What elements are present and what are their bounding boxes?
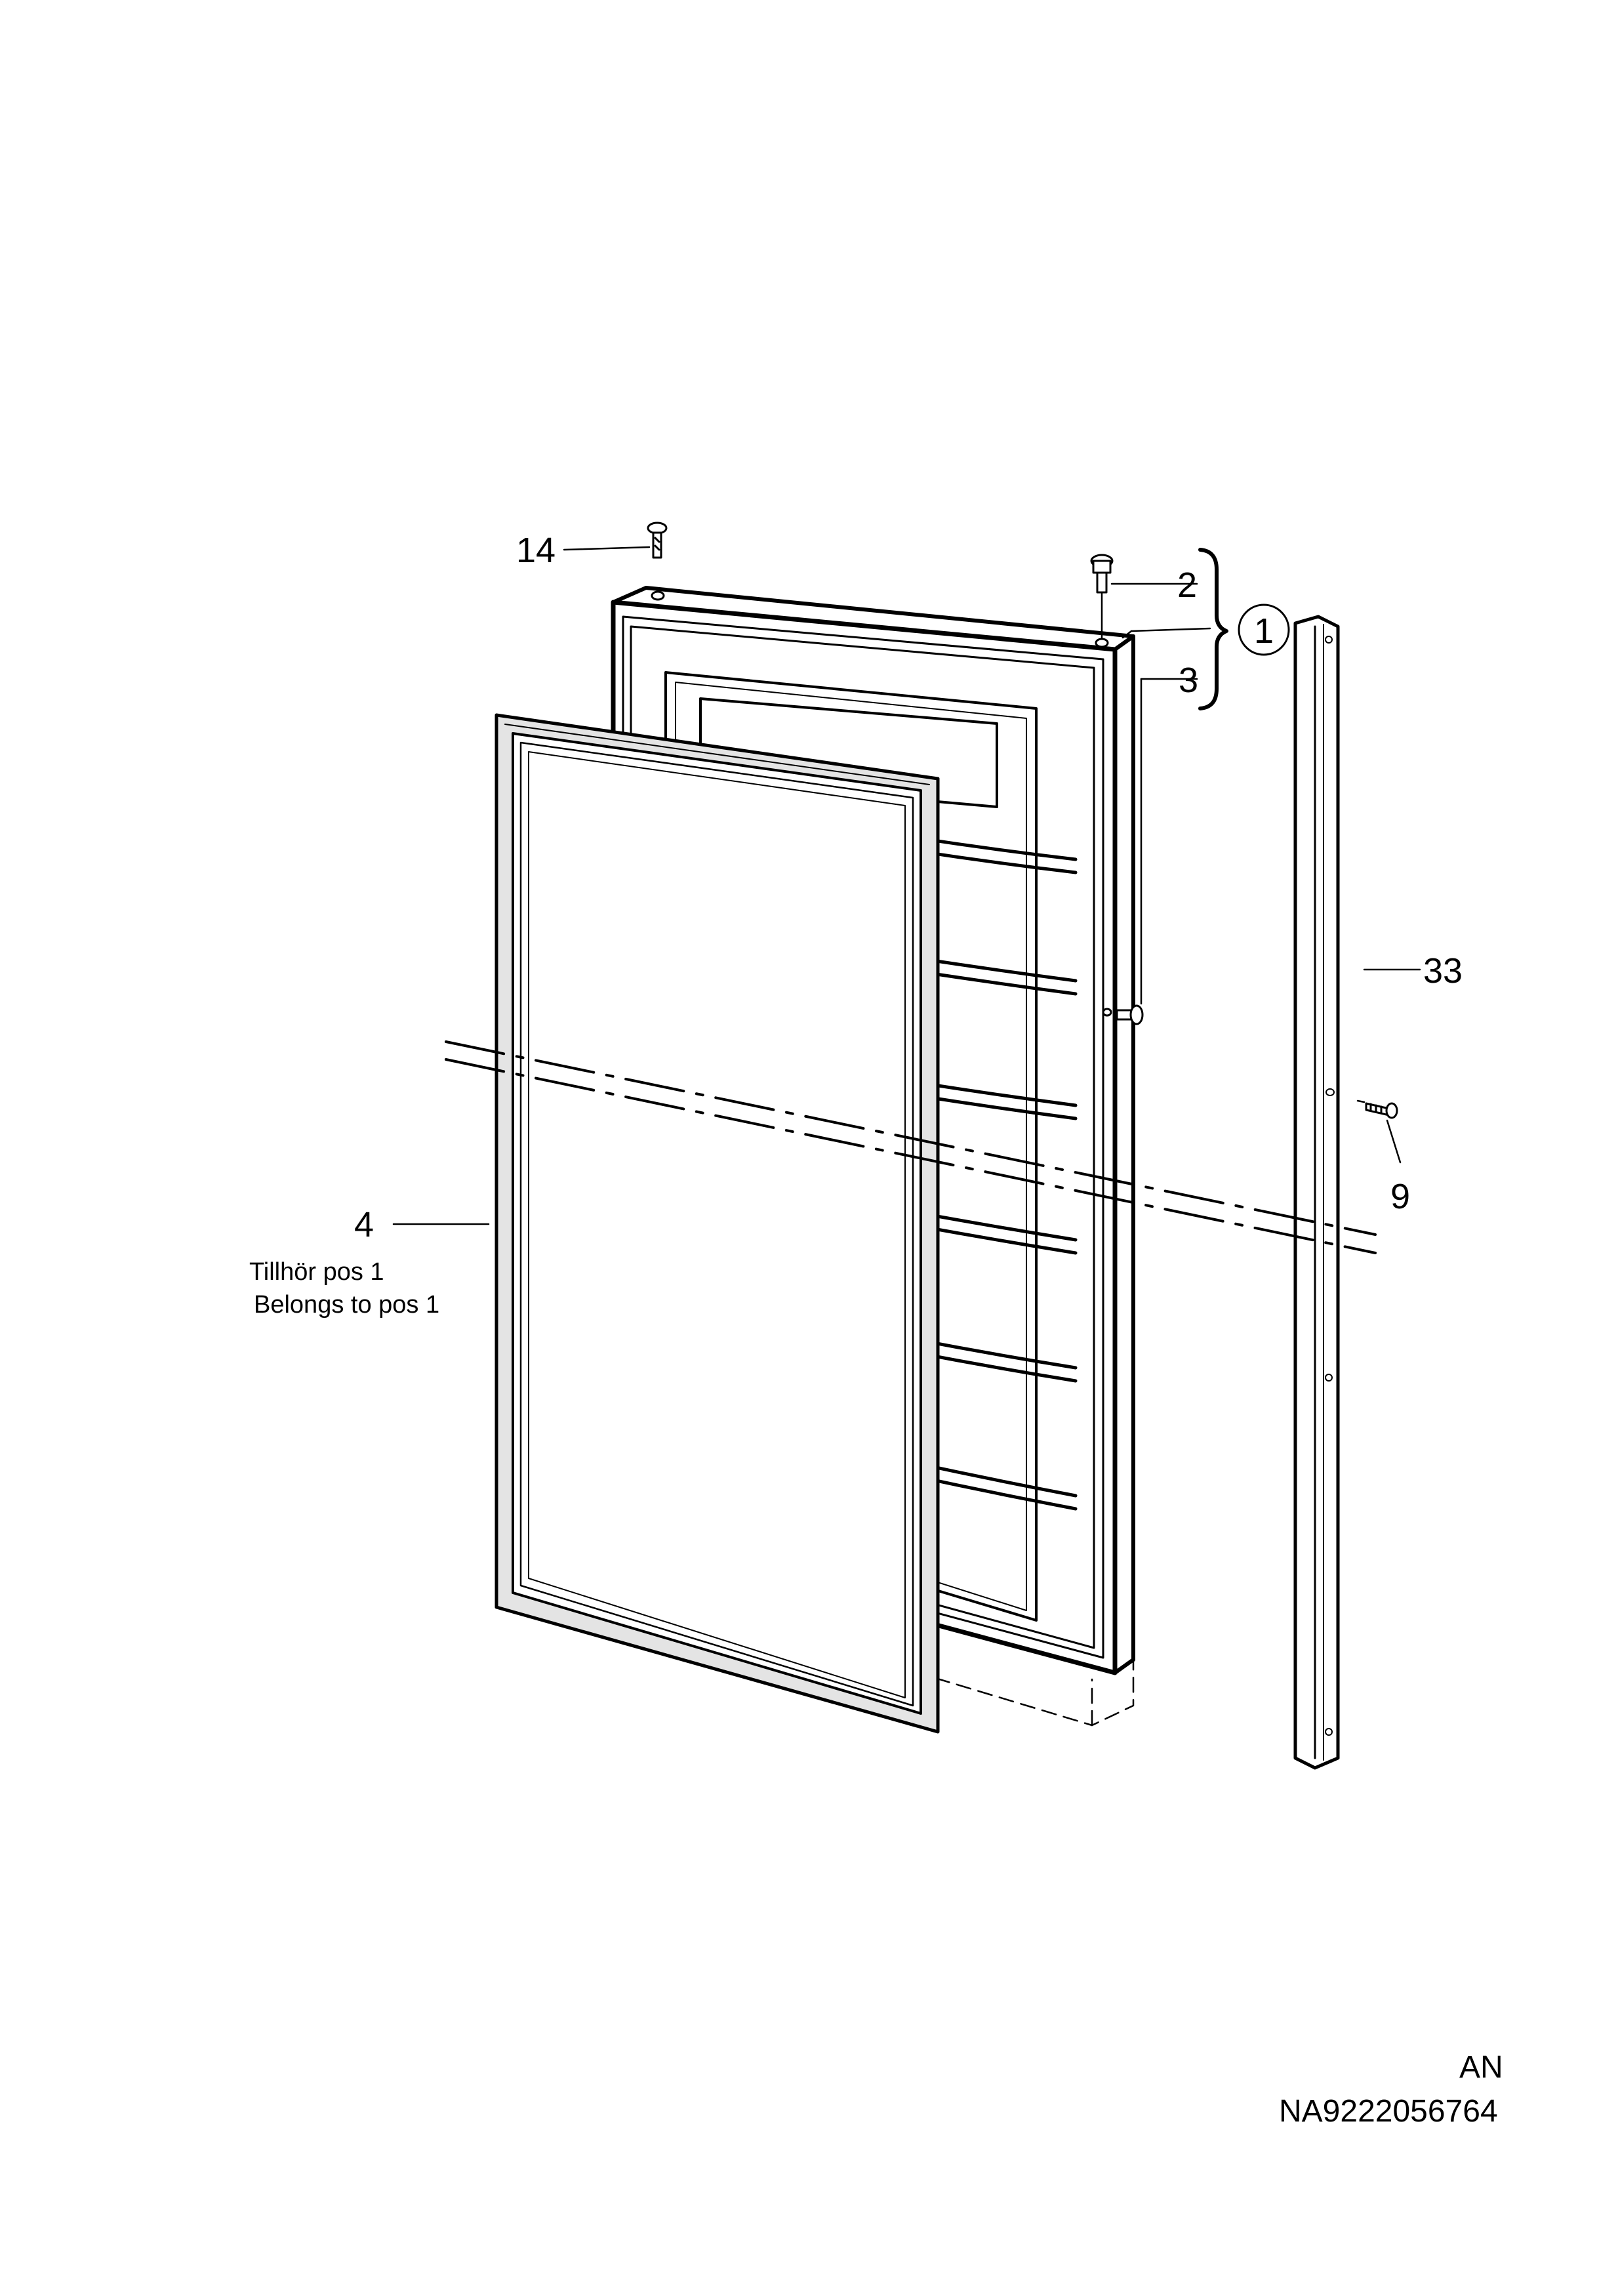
pin-part-14 <box>647 522 668 559</box>
note-line-1: Tillhör pos 1 <box>249 1258 384 1286</box>
group-brace <box>1198 548 1228 710</box>
side-bolt-part-3 <box>1102 1004 1144 1025</box>
callout-33: 33 <box>1423 951 1463 991</box>
callout-4: 4 <box>354 1205 374 1244</box>
screw-part-9 <box>1365 1102 1398 1119</box>
trim-strip <box>1293 615 1340 1770</box>
callout-14: 14 <box>516 531 556 570</box>
callout-1: 1 <box>1254 611 1274 651</box>
door-gasket <box>495 713 940 1734</box>
footer-code: AN <box>1459 2050 1503 2085</box>
note-line-2: Belongs to pos 1 <box>254 1291 440 1319</box>
callout-1-circle <box>1238 604 1290 656</box>
center-line <box>445 1040 1377 1254</box>
callout-3: 3 <box>1179 661 1199 700</box>
leader-lines <box>392 546 1421 1225</box>
callout-2: 2 <box>1177 565 1198 605</box>
callout-9: 9 <box>1390 1177 1411 1216</box>
footer-number: NA9222056764 <box>1279 2094 1498 2129</box>
hinge-pin-part-2 <box>1090 554 1114 594</box>
